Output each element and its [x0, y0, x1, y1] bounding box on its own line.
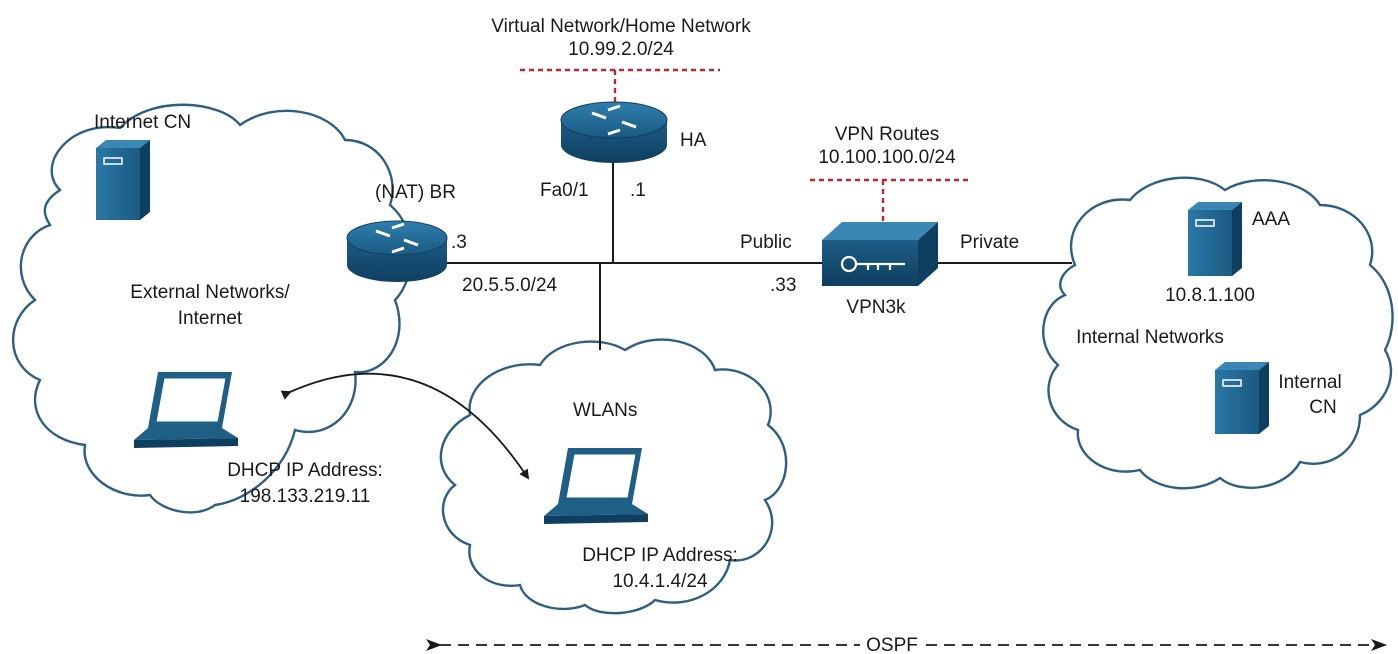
- border-router-icon: [346, 220, 448, 282]
- wlans-label: WLANs: [573, 400, 637, 421]
- virtual-network-name: Virtual Network/Home Network: [491, 16, 751, 37]
- vpn-routes-name: VPN Routes: [835, 124, 940, 145]
- internal-cn-line1: Internal: [1278, 372, 1341, 393]
- internal-networks-label: Internal Networks: [1076, 327, 1224, 348]
- wlan-laptop-dhcp-line2: 10.4.1.4/24: [612, 571, 708, 592]
- key-icon: [840, 255, 905, 273]
- roaming-arrow: [280, 372, 530, 480]
- vpn3k-icon: [822, 222, 938, 286]
- external-laptop-dhcp-line2: 198.133.219.11: [240, 486, 371, 507]
- ha-router-icon: [560, 101, 668, 163]
- external-cloud-line1: External Networks/: [130, 282, 290, 303]
- internet-cn-server-icon: [96, 140, 150, 220]
- ha-interface-label: Fa0/1: [540, 180, 589, 201]
- aaa-label: AAA: [1252, 209, 1290, 230]
- aaa-server-icon: [1188, 202, 1242, 276]
- ha-host-label: .1: [630, 180, 646, 201]
- ha-label: HA: [680, 130, 707, 151]
- external-laptop-icon: [134, 372, 238, 448]
- transit-subnet-label: 20.5.5.0/24: [462, 275, 558, 296]
- border-router-label: (NAT) BR: [375, 182, 456, 203]
- external-cloud-line2: Internet: [178, 308, 243, 329]
- virtual-network-subnet: 10.99.2.0/24: [568, 39, 674, 60]
- vpn3k-public-label: Public: [740, 232, 792, 253]
- internal-cloud: [1042, 176, 1394, 490]
- internal-cn-server-icon: [1215, 362, 1269, 434]
- ospf-label: OSPF: [866, 635, 918, 654]
- border-router-host: .3: [451, 232, 467, 253]
- wlan-laptop-icon: [544, 448, 648, 524]
- vpn3k-host-label: .33: [770, 275, 796, 296]
- aaa-ip: 10.8.1.100: [1165, 285, 1255, 306]
- vpn3k-private-label: Private: [960, 232, 1019, 253]
- internal-cn-line2: CN: [1309, 397, 1336, 418]
- wlan-laptop-dhcp-line1: DHCP IP Address:: [582, 545, 738, 566]
- external-laptop-dhcp-line1: DHCP IP Address:: [227, 460, 383, 481]
- vpn3k-label: VPN3k: [846, 297, 906, 318]
- internet-cn-label: Internet CN: [94, 112, 191, 133]
- vpn-routes-subnet: 10.100.100.0/24: [818, 147, 956, 168]
